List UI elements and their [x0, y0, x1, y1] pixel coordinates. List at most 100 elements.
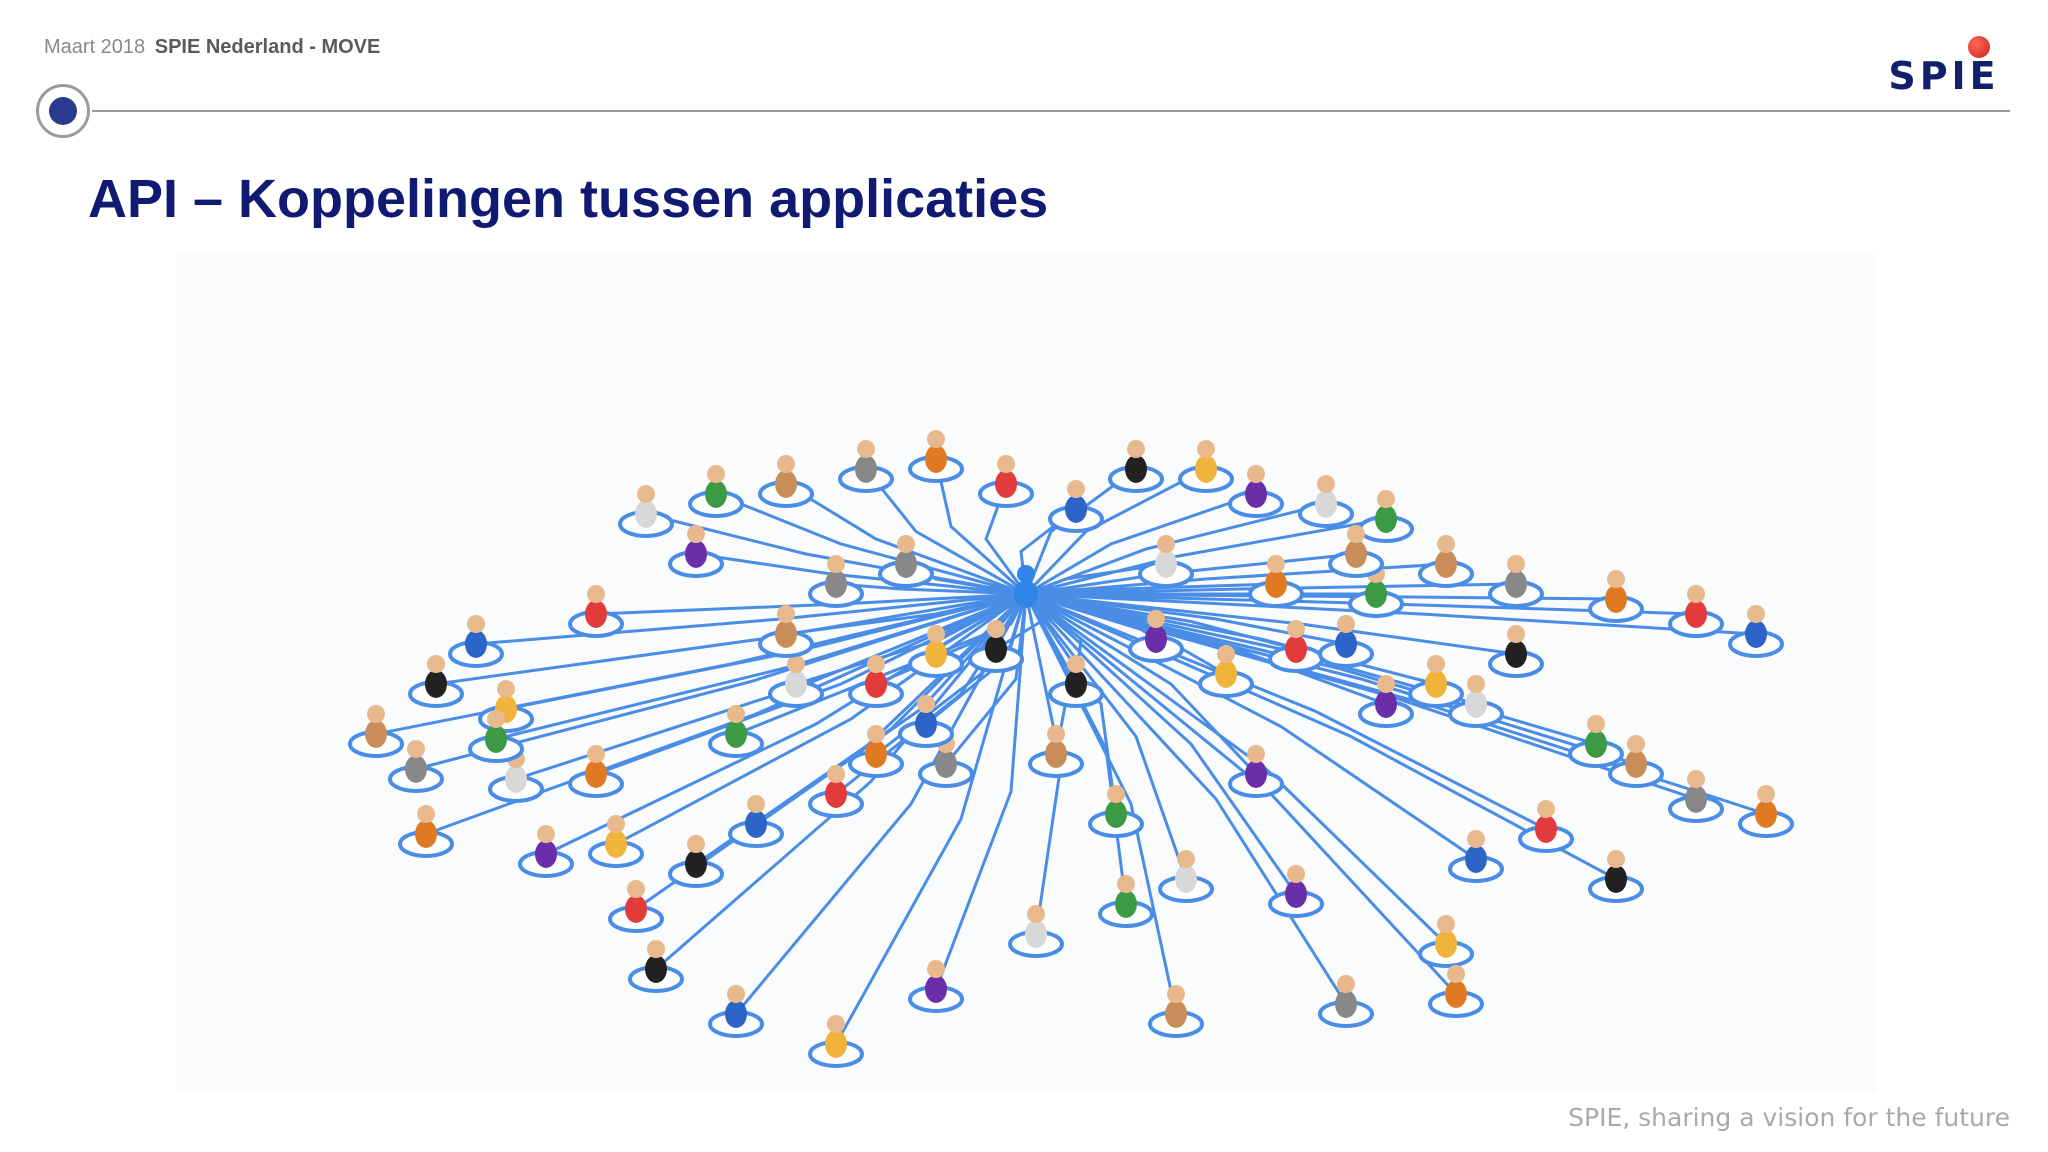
person-node	[1448, 675, 1504, 728]
person-body	[775, 470, 797, 498]
person-node	[1088, 785, 1144, 838]
network-illustration-panel	[176, 254, 1876, 1092]
network-link	[715, 492, 1027, 596]
person-head	[367, 705, 385, 723]
person-node	[468, 710, 524, 763]
person-body	[1335, 990, 1357, 1018]
person-node	[388, 740, 444, 793]
person-body	[1145, 625, 1167, 653]
person-body	[1605, 585, 1627, 613]
network-link	[785, 592, 1027, 636]
person-body	[405, 755, 427, 783]
person-head	[1127, 440, 1145, 458]
person-body	[1425, 670, 1447, 698]
person-body	[935, 750, 957, 778]
person-node	[1568, 715, 1624, 768]
network-link	[1025, 517, 1387, 596]
person-head	[1317, 475, 1335, 493]
person-node	[808, 765, 864, 818]
person-body	[1435, 550, 1457, 578]
person-head	[927, 625, 945, 643]
person-node	[1098, 875, 1154, 928]
header-bullet-icon	[36, 84, 90, 138]
person-head	[587, 745, 605, 763]
person-node	[908, 430, 964, 483]
footer-tagline: SPIE, sharing a vision for the future	[1568, 1103, 2010, 1132]
network-link	[1025, 592, 1347, 646]
person-node	[1228, 465, 1284, 518]
network-link	[1024, 593, 1178, 1015]
logo-dot-icon	[1968, 36, 1990, 58]
person-node	[808, 1015, 864, 1068]
person-body	[1285, 635, 1307, 663]
person-node	[1138, 535, 1194, 588]
person-node	[1488, 625, 1544, 678]
person-node	[488, 750, 544, 803]
person-body	[1125, 455, 1147, 483]
person-body	[825, 1030, 847, 1058]
person-head	[467, 615, 485, 633]
person-head	[1377, 675, 1395, 693]
person-node	[978, 455, 1034, 508]
person-head	[427, 655, 445, 673]
person-node	[1298, 475, 1354, 528]
person-head	[927, 960, 945, 978]
person-head	[627, 880, 645, 898]
person-node	[1588, 850, 1644, 903]
person-node	[1268, 620, 1324, 673]
person-head	[607, 815, 625, 833]
person-body	[1315, 490, 1337, 518]
person-body	[1155, 550, 1177, 578]
slide-title: API – Koppelingen tussen applicaties	[88, 169, 1049, 229]
person-node	[518, 825, 574, 878]
person-node	[668, 525, 724, 578]
person-node	[1148, 985, 1204, 1038]
person-body	[1165, 1000, 1187, 1028]
person-head	[867, 725, 885, 743]
person-node	[618, 485, 674, 538]
person-node	[1668, 770, 1724, 823]
person-head	[1627, 735, 1645, 753]
person-head	[1437, 915, 1455, 933]
person-body	[1745, 620, 1767, 648]
person-head	[1107, 785, 1125, 803]
person-head	[1347, 525, 1365, 543]
person-head	[417, 805, 435, 823]
person-body	[1585, 730, 1607, 758]
person-node	[808, 555, 864, 608]
person-node	[1328, 525, 1384, 578]
person-head	[827, 555, 845, 573]
person-node	[1728, 605, 1784, 658]
network-link	[1025, 582, 1517, 596]
network-links	[375, 458, 1767, 1045]
person-body	[1755, 800, 1777, 828]
person-head	[827, 1015, 845, 1033]
person-head	[1437, 535, 1455, 553]
person-node	[1048, 480, 1104, 533]
person-head	[1247, 745, 1265, 763]
person-head	[777, 605, 795, 623]
person-node	[628, 940, 684, 993]
person-body	[855, 455, 877, 483]
person-body	[825, 780, 847, 808]
network-link	[635, 592, 1028, 911]
header-date: Maart 2018	[44, 36, 146, 58]
person-head	[1747, 605, 1765, 623]
hub-head	[1017, 565, 1035, 583]
person-head	[1047, 725, 1065, 743]
person-body	[1465, 845, 1487, 873]
person-node	[1008, 905, 1064, 958]
person-head	[997, 455, 1015, 473]
person-body	[1535, 815, 1557, 843]
person-node	[768, 655, 824, 708]
person-node	[898, 695, 954, 748]
person-head	[857, 440, 875, 458]
person-head	[1287, 865, 1305, 883]
person-node	[1248, 555, 1304, 608]
person-body	[1465, 690, 1487, 718]
person-head	[1607, 570, 1625, 588]
person-node	[568, 585, 624, 638]
network-link	[1025, 592, 1157, 641]
person-node	[728, 795, 784, 848]
central-hub-person	[1014, 565, 1038, 608]
